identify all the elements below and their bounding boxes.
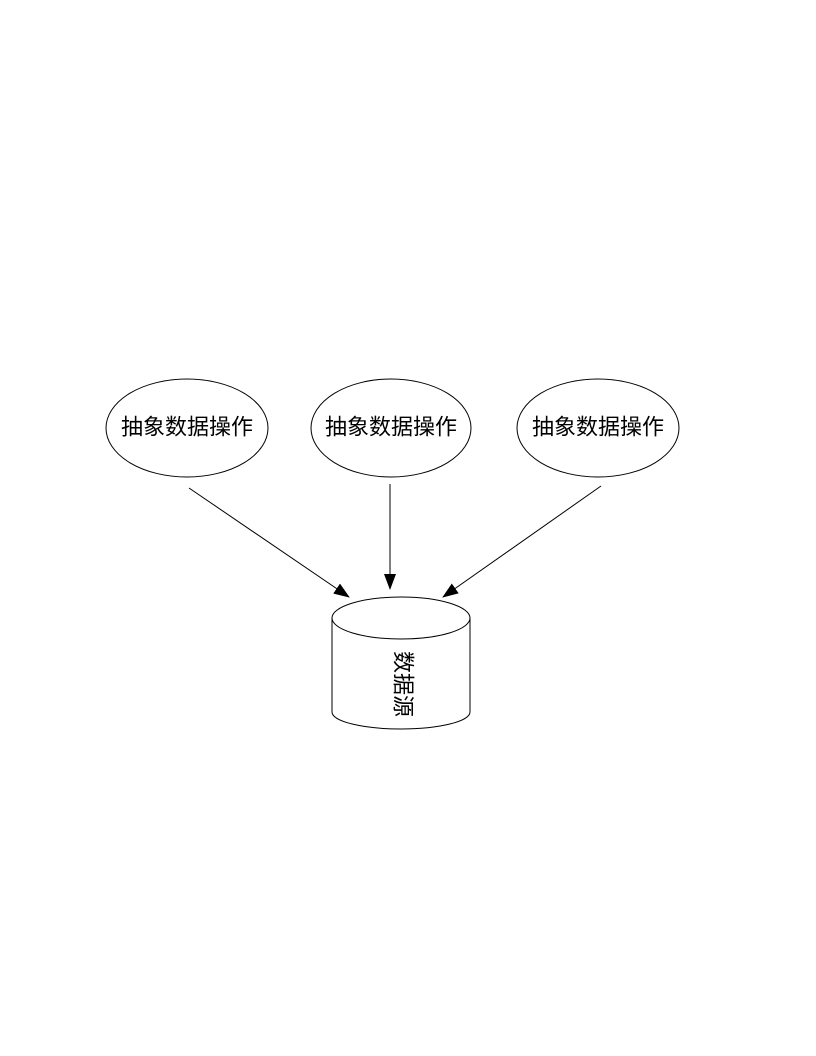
- node-op2-label: 抽象数据操作: [325, 416, 457, 441]
- edges: [188, 484, 602, 598]
- edge-op3-to-source: [442, 485, 602, 598]
- node-op1-label: 抽象数据操作: [121, 416, 253, 441]
- node-op2[interactable]: 抽象数据操作: [310, 378, 472, 478]
- node-source-cylinder-body: [331, 617, 471, 730]
- edge-op1-to-source: [188, 487, 350, 598]
- node-op3[interactable]: 抽象数据操作: [516, 378, 680, 478]
- node-op1-ellipse: [105, 378, 269, 478]
- node-source-cylinder-top: [331, 596, 471, 640]
- node-op3-ellipse: [516, 378, 680, 478]
- node-source-label: 数据源: [390, 651, 415, 717]
- node-source[interactable]: 数据源: [331, 596, 471, 730]
- node-op2-ellipse: [310, 378, 472, 478]
- node-op1[interactable]: 抽象数据操作: [105, 378, 269, 478]
- node-op3-label: 抽象数据操作: [532, 416, 664, 441]
